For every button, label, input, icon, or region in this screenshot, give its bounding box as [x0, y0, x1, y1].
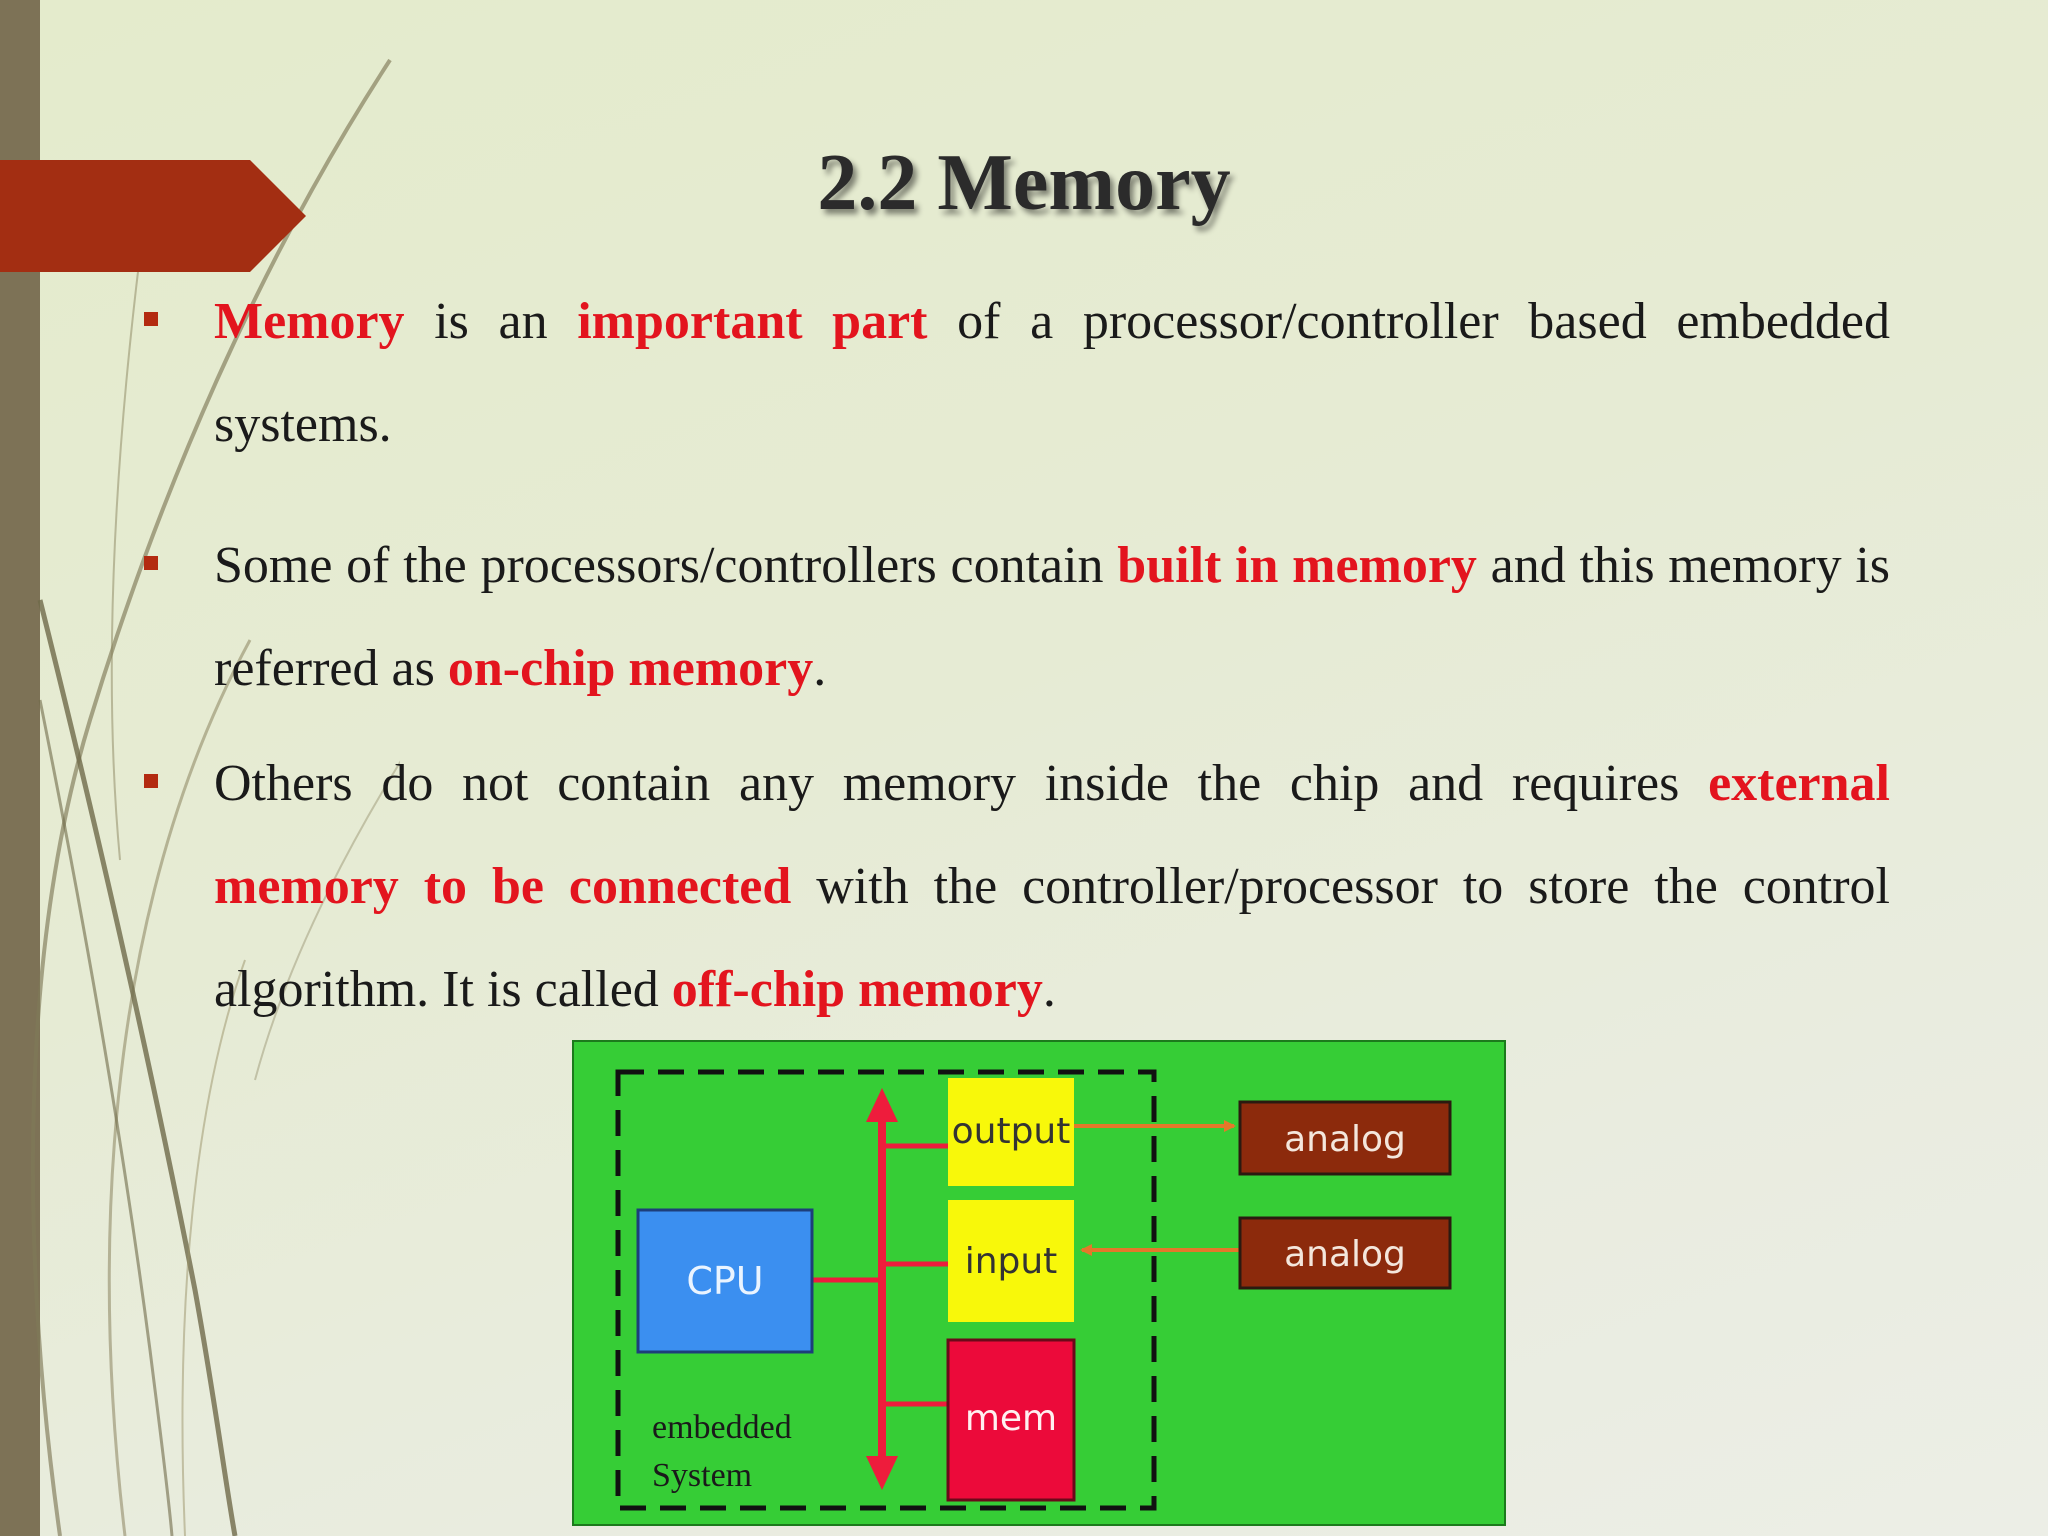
bullet-text: Others do not contain any memory inside …	[214, 755, 1709, 812]
embedded-system-diagram: CPU output input mem analog analog embed…	[572, 1040, 1506, 1526]
bullet-text: is an	[404, 293, 578, 350]
input-label: input	[965, 1241, 1058, 1282]
memory-block	[946, 1338, 1076, 1502]
bullet-text: .	[1042, 961, 1056, 1018]
bullet-text: and this memory is referred as	[214, 537, 1891, 697]
system-label-line1: embedded	[652, 1409, 792, 1446]
analog-output-block	[1238, 1100, 1452, 1176]
bullet-text-highlight: Memory	[214, 293, 405, 350]
bullet-text: Some of the processors/controllers conta…	[214, 537, 1118, 594]
analog-input-block	[1238, 1216, 1452, 1290]
bullet-item: Some of the processors/controllers conta…	[140, 514, 1890, 720]
output-label: output	[952, 1111, 1071, 1152]
bullet-text: of a processor/controller based embedded…	[214, 293, 1891, 453]
cpu-block	[636, 1208, 814, 1354]
memory-label: mem	[965, 1398, 1057, 1439]
bullet-square-icon	[144, 312, 158, 326]
bullet-square-icon	[144, 774, 158, 788]
slide-title: 2.2 Memory	[817, 139, 1231, 227]
bullet-text-highlight: external memory to be connected	[214, 755, 1890, 915]
data-bus	[812, 1088, 948, 1490]
bullet-text: with the controller/processor to store t…	[214, 858, 1890, 1018]
bullet-text-highlight: built in memory	[1117, 537, 1477, 594]
bullet-list: Memory is an important part of a process…	[140, 270, 1890, 1041]
bullet-item: Others do not contain any memory inside …	[140, 732, 1890, 1041]
bullet-square-icon	[144, 556, 158, 570]
bullet-text-highlight: important part	[577, 293, 928, 350]
decorative-swoosh	[31, 58, 400, 1536]
input-block	[948, 1200, 1074, 1322]
bullet-text-highlight: on-chip memory	[447, 640, 814, 697]
analog-input-label: analog	[1284, 1234, 1406, 1275]
analog-output-label: analog	[1284, 1119, 1406, 1160]
bullet-text-highlight: off-chip memory	[671, 961, 1043, 1018]
system-boundary	[615, 1069, 1157, 1511]
cpu-label: CPU	[686, 1259, 763, 1303]
output-block	[948, 1078, 1074, 1186]
bullet-text: .	[813, 640, 827, 697]
bullet-item: Memory is an important part of a process…	[140, 270, 1890, 476]
system-label-line2: System	[652, 1457, 752, 1494]
title-arrow-tab	[0, 160, 306, 272]
